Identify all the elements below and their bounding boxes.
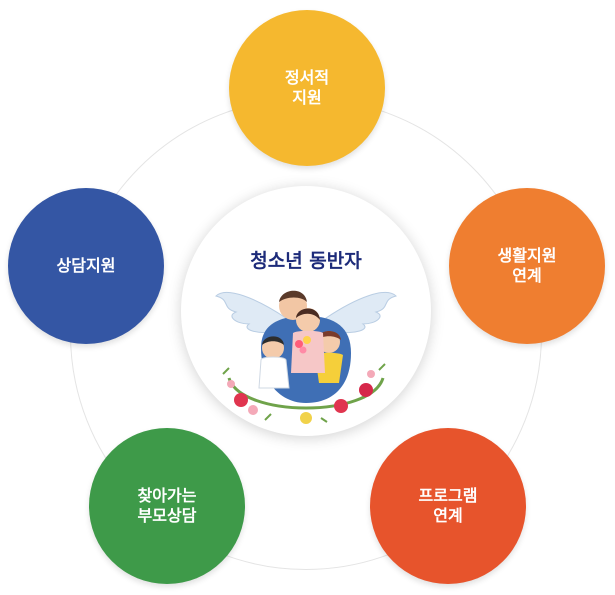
node-counseling-support: 상담지원: [8, 188, 164, 344]
flower-wreath-illustration: [222, 363, 386, 424]
family-illustration: [215, 290, 397, 424]
flower-bouquet-illustration: [295, 336, 311, 354]
center-circle: 청소년 동반자: [181, 186, 431, 436]
node-label: 프로그램 연계: [418, 486, 478, 525]
center-title: 청소년 동반자: [250, 250, 362, 272]
node-label: 찾아가는 부모상담: [137, 486, 197, 525]
node-living-support-link: 생활지원 연계: [449, 188, 605, 344]
node-parent-counseling: 찾아가는 부모상담: [89, 428, 245, 584]
node-program-link: 프로그램 연계: [370, 428, 526, 584]
node-label: 생활지원 연계: [497, 246, 557, 285]
wings-illustration: [215, 292, 397, 333]
node-emotional-support: 정서적 지원: [229, 10, 385, 166]
node-label: 상담지원: [56, 256, 116, 275]
node-label: 정서적 지원: [284, 68, 330, 107]
